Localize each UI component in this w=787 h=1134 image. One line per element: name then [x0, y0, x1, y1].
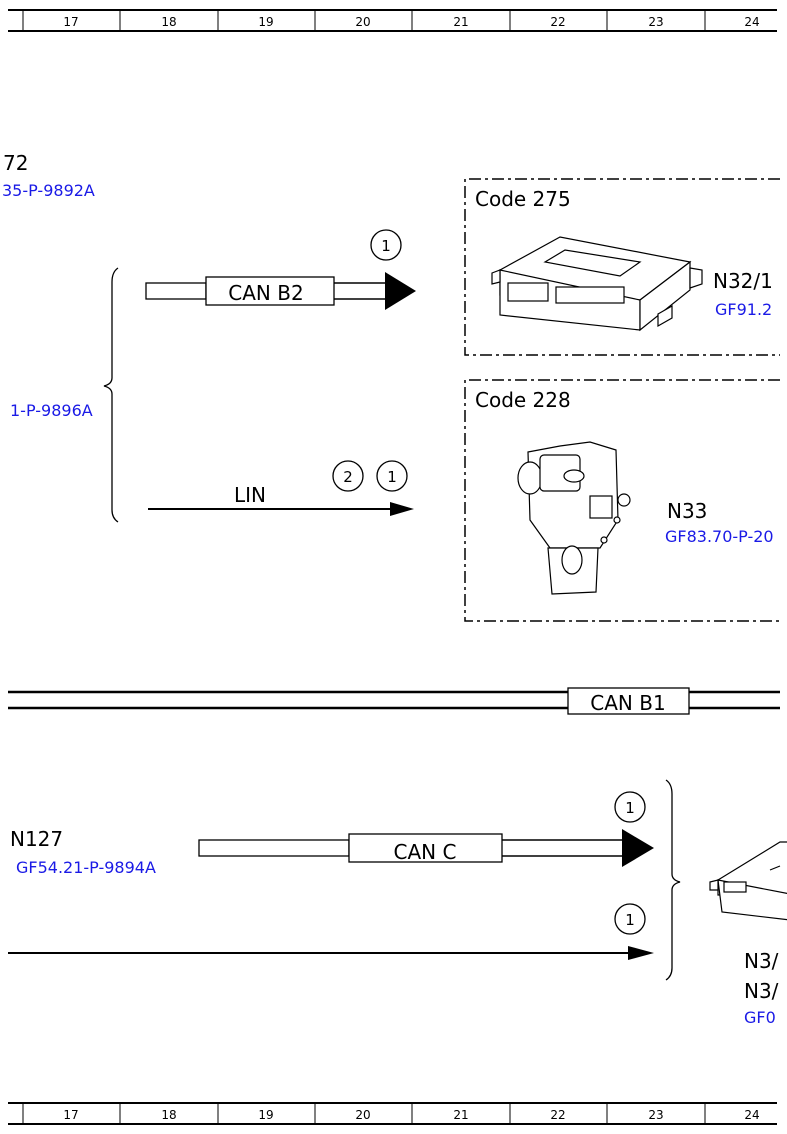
grid-col-label: 18 [161, 1108, 176, 1122]
grid-col-label: 20 [355, 1108, 370, 1122]
code-275-box: Code 275 N32/1 GF91.2 [464, 178, 780, 356]
lin-bus[interactable]: LIN [148, 483, 414, 516]
component-label: N32/1 [713, 269, 773, 293]
grid-col-label: 18 [161, 15, 176, 29]
grid-col-label: 22 [550, 1108, 565, 1122]
grid-col-label: 19 [258, 15, 273, 29]
component-ref-link[interactable]: GF83.70-P-20 [665, 527, 774, 546]
grid-col-label: 22 [550, 15, 565, 29]
code-228-box: Code 228 N33 GF83.70-P-20 [464, 379, 780, 622]
component-label-partial: 72 [3, 151, 28, 175]
can-c-bus[interactable]: CAN C [198, 829, 654, 867]
grid-col-label: 23 [648, 1108, 663, 1122]
lin-label: LIN [234, 483, 266, 507]
group-brace [665, 779, 681, 981]
note-marker-circle[interactable]: 1 [614, 791, 646, 823]
grid-col-label: 23 [648, 15, 663, 29]
code-228-label: Code 228 [475, 388, 571, 412]
lock-module-image [517, 441, 631, 595]
component-ref-link-partial[interactable]: 35-P-9892A [2, 181, 95, 200]
grid-col-label: 19 [258, 1108, 273, 1122]
grid-col-label: 17 [63, 15, 78, 29]
note-marker-number: 2 [343, 468, 353, 486]
note-marker-circle[interactable]: 1 [614, 903, 646, 935]
component-label: N127 [10, 827, 63, 851]
can-b1-bus[interactable]: CAN B1 [8, 687, 780, 715]
component-ref-link-partial[interactable]: GF0 [744, 1008, 776, 1027]
bottom-grid-ruler: 17 18 19 20 21 22 23 24 [8, 1102, 777, 1125]
note-marker-circle[interactable]: 1 [370, 229, 402, 261]
brace-ref-link-partial[interactable]: 1-P-9896A [10, 401, 93, 420]
note-marker-number: 1 [625, 799, 635, 817]
component-label-partial: N3/ [744, 979, 779, 1003]
grid-col-label: 20 [355, 15, 370, 29]
control-unit-image [491, 236, 703, 332]
can-c-label: CAN C [394, 840, 457, 864]
control-unit-image-partial [709, 841, 787, 921]
can-b2-bus[interactable]: CAN B2 [145, 272, 416, 310]
component-ref-link[interactable]: GF54.21-P-9894A [16, 858, 156, 877]
group-brace [103, 267, 119, 523]
note-marker-number: 1 [387, 468, 397, 486]
signal-line[interactable] [8, 946, 654, 960]
can-b1-label: CAN B1 [590, 691, 665, 715]
code-275-label: Code 275 [475, 187, 571, 211]
note-marker-number: 1 [625, 911, 635, 929]
component-ref-link[interactable]: GF91.2 [715, 300, 772, 319]
note-marker-number: 1 [381, 237, 391, 255]
can-b2-label: CAN B2 [228, 281, 303, 305]
note-marker-circle[interactable]: 1 [376, 460, 408, 492]
top-grid-ruler: 17 18 19 20 21 22 23 24 [8, 9, 777, 32]
grid-col-label: 21 [453, 1108, 468, 1122]
component-label-partial: N3/ [744, 949, 779, 973]
grid-col-label: 17 [63, 1108, 78, 1122]
grid-col-label: 21 [453, 15, 468, 29]
note-marker-circle[interactable]: 2 [332, 460, 364, 492]
grid-col-label: 24 [744, 1108, 759, 1122]
grid-col-label: 24 [744, 15, 759, 29]
component-label: N33 [667, 499, 707, 523]
